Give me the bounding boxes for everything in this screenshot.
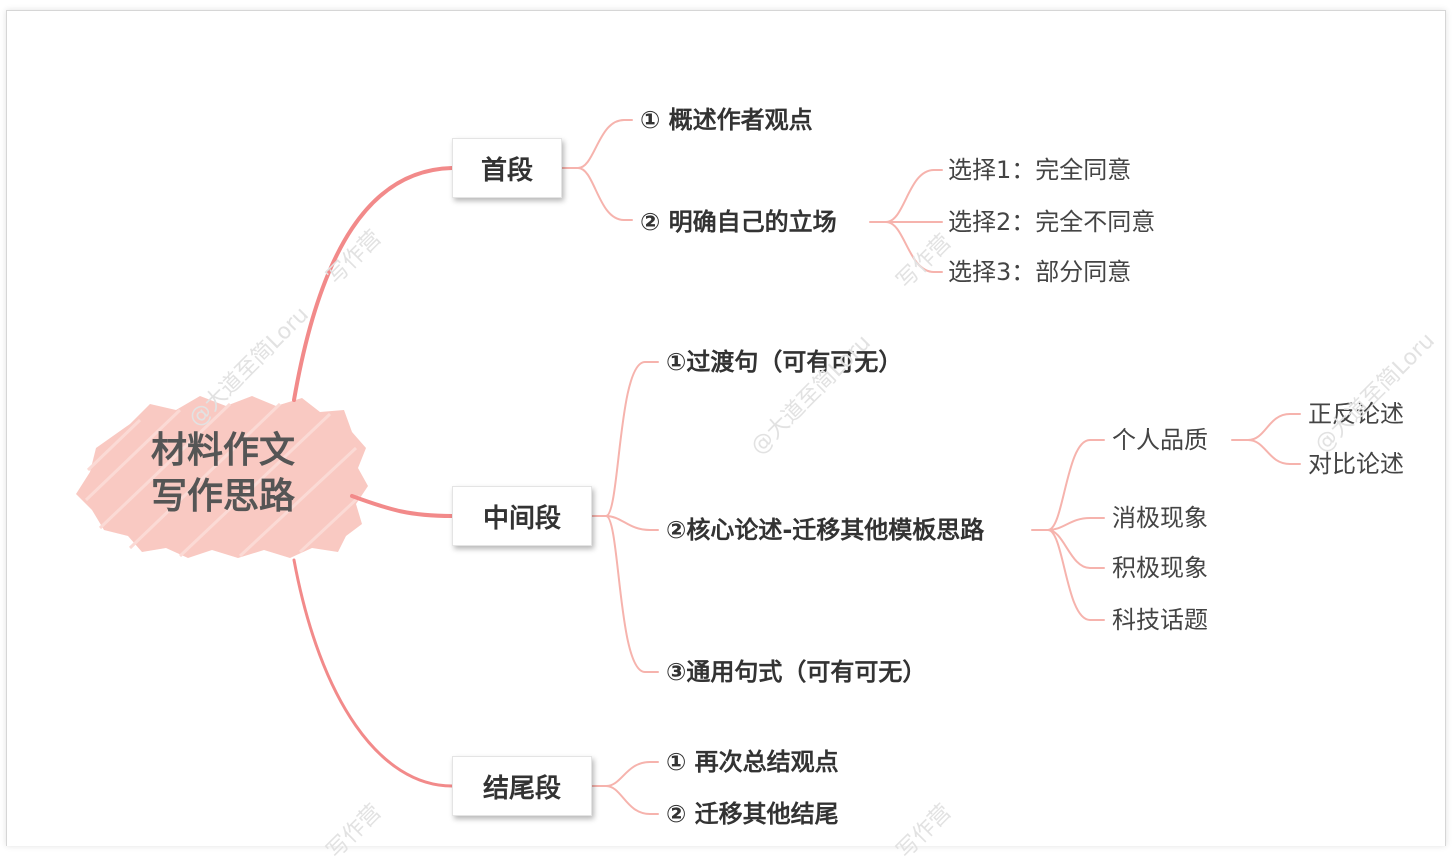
branch-first-paragraph: 首段 [452,138,562,198]
middle-item-3: ③通用句式（可有可无） [666,658,927,686]
branch-end-paragraph: 结尾段 [452,756,592,816]
branch-middle-paragraph: 中间段 [452,486,592,546]
connector-lines [76,119,1301,815]
method-1: 正反论述 [1308,400,1404,428]
topic-1: 个人品质 [1112,426,1208,454]
root-brush-texture [84,402,362,558]
method-2: 对比论述 [1308,450,1404,478]
topic-2: 消极现象 [1112,504,1208,532]
topic-3: 积极现象 [1112,554,1208,582]
end-item-2: ② 迁移其他结尾 [666,800,839,828]
choice-2: 选择2：完全不同意 [948,208,1156,236]
choice-3: 选择3：部分同意 [948,258,1132,286]
root-title-line2: 写作思路 [150,476,295,517]
root-title-line1: 材料作文 [150,430,295,471]
choice-1: 选择1：完全同意 [948,156,1132,184]
middle-item-2: ②核心论述-迁移其他模板思路 [666,516,985,544]
topic-4: 科技话题 [1112,606,1208,634]
root-node-shape [76,396,368,558]
first-item-2: ② 明确自己的立场 [640,208,837,236]
middle-item-1: ①过渡句（可有可无） [666,348,903,376]
end-item-1: ① 再次总结观点 [666,748,839,776]
root-node-label: 材料作文 写作思路 [0,428,446,520]
first-item-1: ① 概述作者观点 [640,106,813,134]
